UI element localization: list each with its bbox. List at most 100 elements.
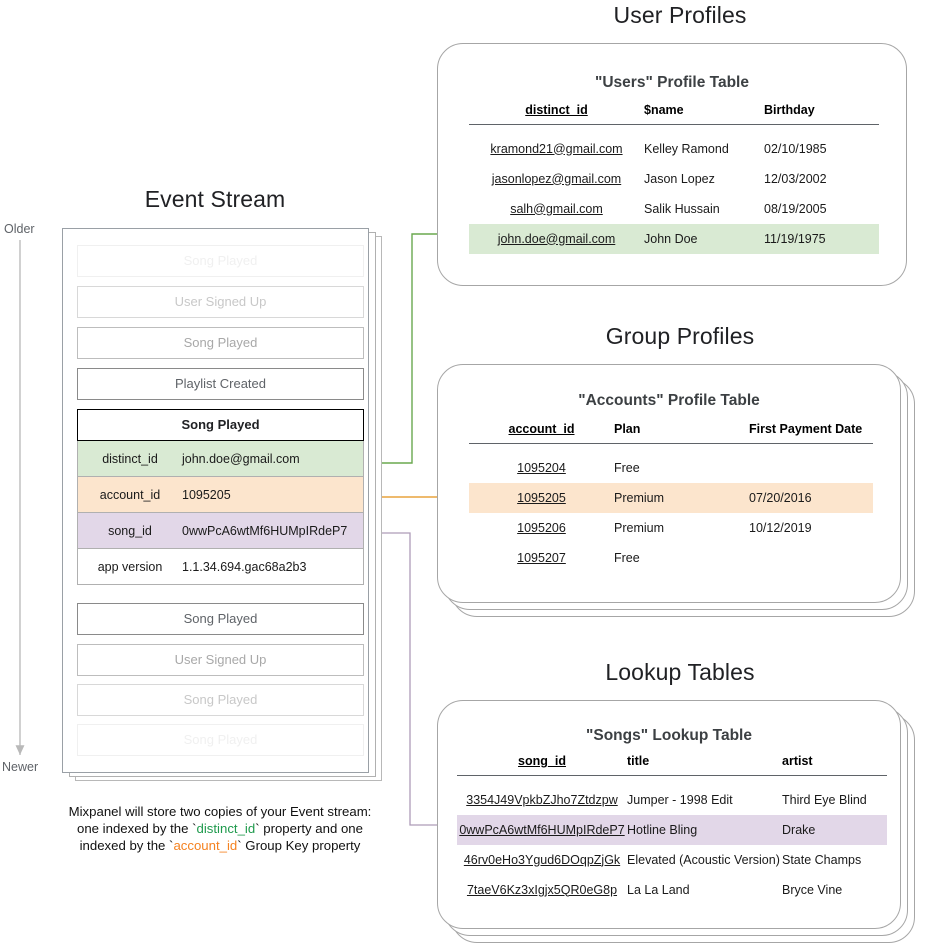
cell-distinct-id: john.doe@gmail.com [469, 223, 644, 254]
cell-first-payment-date: 10/12/2019 [749, 520, 812, 535]
event-item[interactable]: Playlist Created [77, 368, 364, 400]
cell-birthday: 12/03/2002 [764, 171, 827, 186]
event-property-row[interactable]: account_id 1095205 [77, 477, 364, 513]
table-spacer [469, 444, 873, 453]
event-stream-title: Event Stream [144, 186, 286, 212]
event-item[interactable]: Song Played [77, 603, 364, 635]
songs-lookup-card-stack: "Songs" Lookup Table song_id title artis… [437, 700, 915, 948]
expanded-event-name: Song Played [77, 409, 364, 441]
cell-artist: Drake [782, 814, 887, 845]
caption-line2-prefix: one indexed by the ` [77, 821, 197, 836]
event-item[interactable]: Song Played [77, 724, 364, 756]
users-table-title: "Users" Profile Table [595, 74, 749, 91]
timeline-older-label: Older [4, 222, 35, 236]
cell-birthday: 08/19/2005 [764, 201, 827, 216]
event-item[interactable]: Song Played [77, 327, 364, 359]
event-property-key: song_id [108, 523, 152, 538]
table-row[interactable]: 7taeV6Kz3xIgjx5QR0eG8p La La Land Bryce … [457, 875, 887, 905]
table-spacer [469, 125, 879, 134]
cell-song-id: 46rv0eHo3Ygud6DOqpZjGk [463, 852, 621, 867]
event-property-key: distinct_id [102, 451, 158, 466]
column-header-song-id: song_id [518, 754, 566, 768]
column-header-distinct-id: distinct_id [525, 103, 588, 117]
cell-artist: State Champs [782, 852, 862, 867]
expanded-event-card[interactable]: Song Played distinct_id john.doe@gmail.c… [77, 409, 364, 585]
table-header-row: song_id title artist [457, 754, 887, 776]
group-profiles-title: Group Profiles [605, 323, 755, 349]
caption-line2-suffix: ` property and one [255, 821, 363, 836]
table-row[interactable]: 1095204 Free [469, 453, 873, 483]
caption-line-3: indexed by the `account_id` Group Key pr… [40, 837, 400, 854]
column-header-artist: artist [782, 754, 813, 768]
cell-plan: Free [614, 550, 640, 565]
column-header-plan: Plan [614, 422, 641, 436]
cell-name: Kelley Ramond [644, 141, 729, 156]
event-property-row[interactable]: distinct_id john.doe@gmail.com [77, 441, 364, 477]
accounts-table-title: "Accounts" Profile Table [578, 392, 760, 409]
cell-plan: Free [614, 460, 640, 475]
songs-lookup-table: song_id title artist 3354J49VpkbZJho7Ztd… [457, 754, 887, 905]
cell-distinct-id: salh@gmail.com [510, 201, 603, 216]
event-item[interactable]: Song Played [77, 684, 364, 716]
cell-name: Salik Hussain [644, 201, 720, 216]
event-property-value: john.doe@gmail.com [182, 451, 300, 466]
cell-song-id: 0wwPcA6wtMf6HUMpIRdeP7 [457, 814, 627, 845]
users-profile-card-stack: "Users" Profile Table distinct_id $name … [437, 43, 907, 286]
cell-title: Jumper - 1998 Edit [627, 792, 733, 807]
event-item[interactable]: User Signed Up [77, 644, 364, 676]
column-header-birthday: Birthday [764, 103, 815, 117]
caption-line3-suffix: ` Group Key property [237, 838, 361, 853]
caption-line-1: Mixpanel will store two copies of your E… [68, 804, 372, 819]
cell-account-id: 1095207 [517, 550, 566, 565]
caption-line3-prefix: indexed by the ` [79, 838, 174, 853]
cell-plan: Premium [614, 482, 749, 513]
user-profiles-title: User Profiles [613, 2, 747, 28]
event-property-value: 1.1.34.694.gac68a2b3 [182, 559, 307, 574]
column-header-first-payment-date: First Payment Date [749, 422, 863, 436]
column-header-account-id: account_id [508, 422, 575, 436]
event-property-row[interactable]: app version 1.1.34.694.gac68a2b3 [77, 549, 364, 585]
event-property-row[interactable]: song_id 0wwPcA6wtMf6HUMpIRdeP7 [77, 513, 364, 549]
table-row[interactable]: jasonlopez@gmail.com Jason Lopez 12/03/2… [469, 164, 879, 194]
cell-artist: Third Eye Blind [782, 792, 867, 807]
cell-distinct-id: kramond21@gmail.com [490, 141, 623, 156]
caption-line-2: one indexed by the `distinct_id` propert… [40, 820, 400, 837]
table-header-row: account_id Plan First Payment Date [469, 422, 873, 444]
cell-artist: Bryce Vine [782, 882, 843, 897]
cell-song-id: 3354J49VpkbZJho7Ztdzpw [466, 792, 618, 807]
event-property-value: 1095205 [182, 487, 231, 502]
cell-plan: Premium [614, 520, 665, 535]
table-spacer [457, 776, 887, 785]
users-profile-table: distinct_id $name Birthday kramond21@gma… [469, 103, 879, 254]
cell-first-payment-date [749, 453, 873, 483]
event-item[interactable]: Song Played [77, 245, 364, 277]
songs-table-title: "Songs" Lookup Table [586, 727, 752, 744]
caption-account-id-key: account_id [173, 838, 238, 853]
cell-birthday: 02/10/1985 [764, 141, 827, 156]
event-property-value: 0wwPcA6wtMf6HUMpIRdeP7 [182, 523, 348, 538]
table-row-highlighted[interactable]: john.doe@gmail.com John Doe 11/19/1975 [469, 223, 879, 254]
cell-title: Elevated (Acoustic Version) [627, 852, 780, 867]
table-row-highlighted[interactable]: 1095205 Premium 07/20/2016 [469, 482, 873, 513]
table-row[interactable]: 46rv0eHo3Ygud6DOqpZjGk Elevated (Acousti… [457, 845, 887, 875]
cell-title: Hotline Bling [627, 814, 782, 845]
timeline-newer-label: Newer [2, 760, 39, 774]
event-item[interactable]: User Signed Up [77, 286, 364, 318]
cell-title: La La Land [627, 882, 690, 897]
table-row[interactable]: salh@gmail.com Salik Hussain 08/19/2005 [469, 194, 879, 224]
cell-distinct-id: jasonlopez@gmail.com [491, 171, 622, 186]
table-row-highlighted[interactable]: 0wwPcA6wtMf6HUMpIRdeP7 Hotline Bling Dra… [457, 814, 887, 845]
accounts-profile-table: account_id Plan First Payment Date 10952… [469, 422, 873, 573]
event-property-key: app version [97, 559, 163, 574]
table-row[interactable]: 3354J49VpkbZJho7Ztdzpw Jumper - 1998 Edi… [457, 785, 887, 815]
cell-account-id: 1095205 [469, 482, 614, 513]
event-property-key: account_id [99, 487, 161, 502]
column-header-title: title [627, 754, 650, 768]
table-row[interactable]: 1095206 Premium 10/12/2019 [469, 513, 873, 543]
accounts-profile-card-stack: "Accounts" Profile Table account_id Plan… [437, 364, 915, 617]
table-row[interactable]: kramond21@gmail.com Kelley Ramond 02/10/… [469, 134, 879, 164]
caption-distinct-id-key: distinct_id [196, 821, 256, 836]
table-row[interactable]: 1095207 Free [469, 543, 873, 573]
cell-account-id: 1095204 [517, 460, 566, 475]
